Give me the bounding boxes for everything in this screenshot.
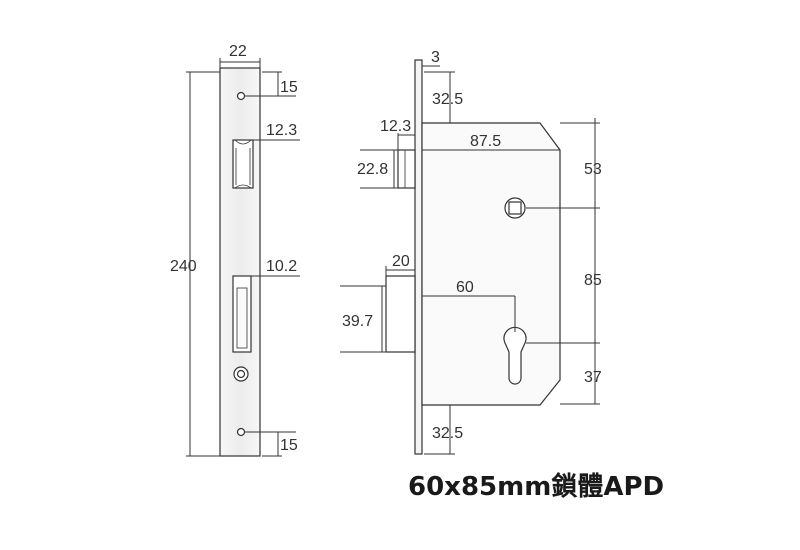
dim-faceplate-thickness: 3 [431, 49, 440, 66]
dead-bolt [385, 275, 416, 353]
lock-body-side-view [385, 59, 561, 455]
dim-latch-depth: 12.3 [380, 118, 411, 135]
dim-handle-to-cylinder: 85 [584, 272, 602, 289]
dim-bottom-offset: 32.5 [432, 425, 463, 442]
dim-latch-slot-width: 12.3 [266, 122, 297, 139]
dim-faceplate-height: 240 [170, 258, 197, 275]
product-caption: 60x85mm鎖體APD [408, 472, 665, 502]
faceplate-front-view [219, 67, 261, 457]
dim-bolt-height: 39.7 [342, 313, 373, 330]
dim-cylinder-to-bottom: 37 [584, 369, 602, 386]
lock-case [421, 122, 561, 406]
side-dimension-labels: 3 32.5 12.3 87.5 22.8 53 85 37 20 60 39.… [342, 49, 602, 442]
dim-top-offset: 32.5 [432, 91, 463, 108]
faceplate-dimensions [186, 58, 300, 457]
latch-bolt [397, 149, 416, 189]
bottom-screw-hole [236, 427, 246, 437]
dim-bottom-hole-offset: 15 [280, 437, 298, 454]
dim-case-depth: 87.5 [470, 133, 501, 150]
dim-bolt-throw: 20 [392, 253, 410, 270]
faceplate-outline [219, 67, 261, 457]
dim-handle-height: 53 [584, 161, 602, 178]
side-dimensions [340, 60, 600, 455]
top-screw-hole [236, 91, 246, 101]
dim-faceplate-width: 22 [229, 43, 247, 60]
dim-backset: 60 [456, 279, 474, 296]
dim-latch-height: 22.8 [357, 161, 388, 178]
latch-slot [232, 139, 254, 189]
dim-bolt-slot-width: 10.2 [266, 258, 297, 275]
cylinder-hole [503, 326, 527, 385]
faceplate-dimension-labels: 22 240 15 12.3 10.2 15 [170, 43, 298, 454]
side-faceplate [414, 59, 423, 455]
follower-square [508, 201, 522, 215]
dim-top-hole-offset: 15 [280, 79, 298, 96]
